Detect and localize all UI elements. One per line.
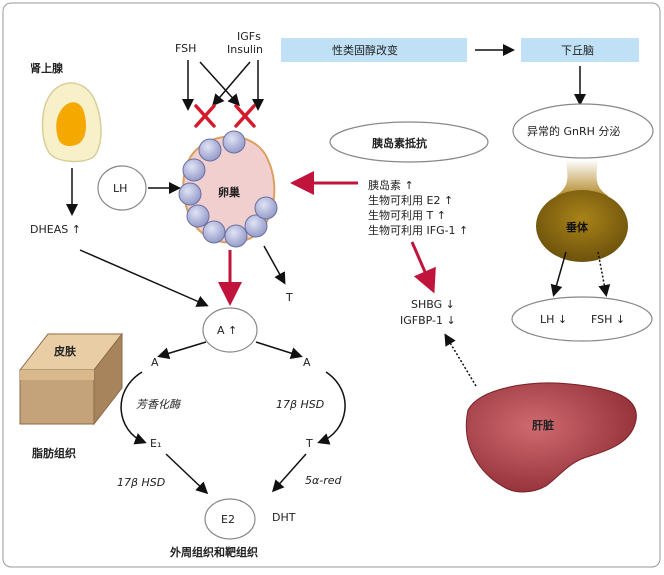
insulin-resistance-circle bbox=[329, 121, 489, 163]
skin-block bbox=[18, 332, 124, 426]
arrow-hsd-curve bbox=[317, 371, 346, 445]
fat-tissue-label: 脂肪组织 bbox=[31, 446, 76, 460]
lh-fsh-circle bbox=[511, 296, 653, 342]
arrow-t-dht bbox=[272, 453, 307, 493]
a-left-label: A bbox=[151, 356, 159, 369]
lh-circle bbox=[97, 165, 147, 211]
e2-label: E2 bbox=[221, 513, 235, 526]
pituitary-fsh-label: FSH ↓ bbox=[591, 313, 625, 326]
hypothalamus-label: 下丘脑 bbox=[561, 44, 594, 57]
adrenal-core bbox=[56, 102, 86, 146]
block-x-left bbox=[194, 104, 216, 128]
ir-item-insulin: 胰岛素 ↑ bbox=[368, 178, 414, 192]
ir-item-e2: 生物可利用 E2 ↑ bbox=[368, 193, 453, 207]
fsh-input-label: FSH bbox=[175, 42, 196, 55]
arrow-ir-shbg-red bbox=[410, 241, 436, 294]
skin-label: 皮肤 bbox=[53, 344, 77, 358]
pituitary-label: 垂体 bbox=[566, 220, 589, 234]
arrow-a-left bbox=[157, 341, 207, 360]
liver-organ bbox=[465, 382, 637, 493]
lh-circle-label: LH bbox=[113, 182, 127, 195]
hsd-right-label: 17β HSD bbox=[276, 398, 324, 411]
e2-circle bbox=[204, 498, 256, 540]
t-label: T bbox=[305, 437, 313, 450]
reductase-label: 5α-red bbox=[305, 474, 343, 487]
arrow-fsh-diagonal bbox=[199, 61, 241, 107]
arrow-ovary-t bbox=[263, 245, 286, 285]
hsd-left-label: 17β HSD bbox=[117, 476, 165, 489]
aromatase-label: 芳香化酶 bbox=[136, 398, 182, 411]
arrow-igf-diagonal bbox=[212, 61, 251, 107]
sex-steroid-box bbox=[281, 38, 467, 62]
arrow-dheas-a bbox=[79, 249, 209, 307]
arrow-e1-e2 bbox=[165, 453, 209, 495]
insulin-label: Insulin bbox=[227, 43, 263, 56]
igfbp-label: IGFBP-1 ↓ bbox=[400, 314, 456, 327]
a-center-circle bbox=[202, 307, 258, 353]
a-right-label: A bbox=[303, 356, 311, 369]
adrenal-title: 肾上腺 bbox=[30, 61, 64, 75]
e1-label: E₁ bbox=[150, 437, 161, 450]
ovary-follicles bbox=[178, 130, 278, 248]
sex-steroid-label: 性类固醇改变 bbox=[332, 43, 398, 57]
ir-item-igf: 生物可利用 IFG-1 ↑ bbox=[368, 223, 468, 237]
frame bbox=[2, 2, 661, 568]
gnrh-circle bbox=[512, 103, 654, 159]
insulin-resistance-title: 胰岛素抵抗 bbox=[371, 136, 427, 150]
arrow-liver-shbg bbox=[444, 333, 477, 387]
arrow-a-right bbox=[255, 341, 303, 359]
block-x-right bbox=[234, 104, 256, 128]
ovary-label: 卵巢 bbox=[218, 185, 241, 199]
pituitary-lh-label: LH ↓ bbox=[540, 313, 567, 326]
target-tissue-label: 外周组织和靶组织 bbox=[169, 545, 258, 559]
dheas-label: DHEAS ↑ bbox=[30, 223, 81, 236]
arrow-aromatase-curve bbox=[120, 371, 147, 445]
hypothalamus-box bbox=[521, 38, 639, 62]
gnrh-label: 异常的 GnRH 分泌 bbox=[527, 124, 620, 138]
dht-label: DHT bbox=[272, 511, 296, 524]
liver-label: 肝脏 bbox=[532, 418, 554, 432]
shbg-label: SHBG ↓ bbox=[411, 298, 455, 311]
arrow-pituitary-lh bbox=[550, 251, 567, 297]
arrow-pituitary-fsh bbox=[597, 251, 611, 297]
igfs-label: IGFs bbox=[237, 30, 261, 43]
a-center-label: A ↑ bbox=[217, 324, 237, 337]
pituitary-gland bbox=[536, 190, 628, 262]
ovary-t-label: T bbox=[285, 291, 293, 304]
ir-item-t: 生物可利用 T ↑ bbox=[368, 208, 446, 222]
pituitary-stalk bbox=[556, 160, 608, 196]
